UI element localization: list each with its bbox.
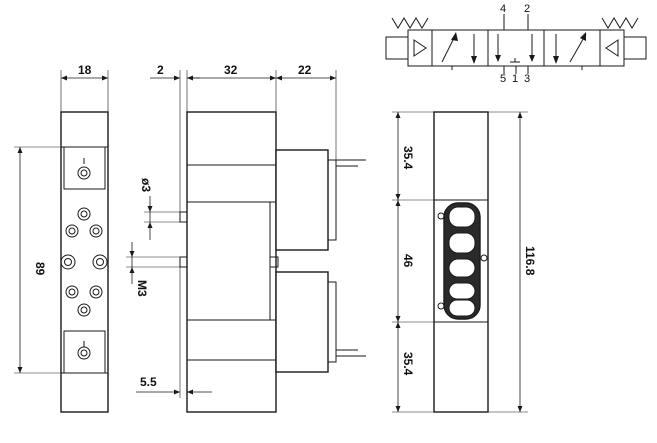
fitting-lower xyxy=(179,256,188,268)
dim-segment-top: 35.4 xyxy=(401,146,415,170)
pilot-port-top xyxy=(77,166,91,180)
solenoid-coil-bottom xyxy=(275,271,329,373)
dim-bottom-offset: 5.5 xyxy=(140,375,157,389)
port-label-4: 4 xyxy=(500,3,506,15)
port-label-1: 1 xyxy=(512,73,518,85)
side-body xyxy=(186,111,277,413)
valve-position-center xyxy=(487,29,545,67)
right-actuator-box xyxy=(623,36,647,60)
gasket-outline xyxy=(443,202,481,320)
port-label-3: 3 xyxy=(524,73,530,85)
valve-position-left xyxy=(431,29,489,67)
left-solenoid-triangle xyxy=(413,39,427,57)
pneumatic-valve-symbol: 4 2 5 1 3 xyxy=(385,3,647,85)
dim-total-height: 116.8 xyxy=(523,246,537,276)
dim-height: 89 xyxy=(33,262,47,276)
dim-front-width: 18 xyxy=(78,63,92,77)
right-solenoid-triangle xyxy=(605,39,619,57)
valve-position-right xyxy=(543,29,601,67)
bottom-view: 35.4 46 35.4 116.8 xyxy=(392,111,537,413)
dim-port-diameter: ø3 xyxy=(139,178,153,192)
right-spring-icon xyxy=(601,17,639,29)
front-body xyxy=(60,111,109,413)
port-label-5: 5 xyxy=(500,73,506,85)
port-label-2: 2 xyxy=(524,3,530,15)
dim-thread: M3 xyxy=(135,280,149,297)
fitting-upper xyxy=(179,211,188,223)
left-spring-icon xyxy=(391,17,429,29)
solenoid-coil-top xyxy=(275,149,329,251)
dim-side-body: 32 xyxy=(224,63,238,77)
pilot-port-bottom xyxy=(77,346,91,360)
dim-segment-bottom: 35.4 xyxy=(401,352,415,376)
front-view: 18 89 xyxy=(14,63,109,413)
dim-side-offset: 2 xyxy=(157,63,164,77)
side-view: 2 32 22 ø3 M3 5.5 xyxy=(126,63,366,413)
left-actuator-box xyxy=(385,36,409,60)
dim-segment-middle: 46 xyxy=(401,254,415,268)
dim-side-coil: 22 xyxy=(298,63,312,77)
